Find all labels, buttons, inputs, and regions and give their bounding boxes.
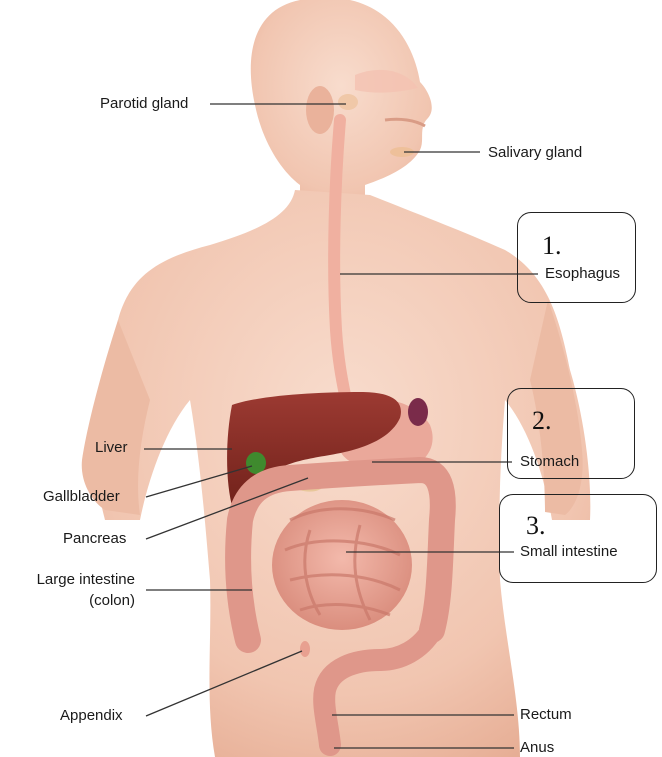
label-anus: Anus [520,739,554,757]
label-large-intestine-line2: (colon) [15,592,135,610]
answer-box-1[interactable] [517,212,636,303]
spleen [408,398,428,426]
answer-box-2[interactable] [507,388,635,479]
ear [306,86,334,134]
label-pancreas: Pancreas [63,530,126,548]
answer-box-1-number: 1. [542,232,562,260]
answer-box-3[interactable] [499,494,657,583]
label-liver: Liver [95,439,128,457]
label-rectum: Rectum [520,706,572,724]
answer-box-2-number: 2. [532,407,552,435]
parotid-gland [338,94,358,110]
label-gallbladder: Gallbladder [43,488,120,506]
label-salivary-gland: Salivary gland [488,144,582,162]
label-large-intestine-line1: Large intestine [15,571,135,589]
answer-box-3-number: 3. [526,512,546,540]
appendix [300,641,310,657]
label-appendix: Appendix [60,707,123,725]
label-parotid-gland: Parotid gland [100,95,188,113]
